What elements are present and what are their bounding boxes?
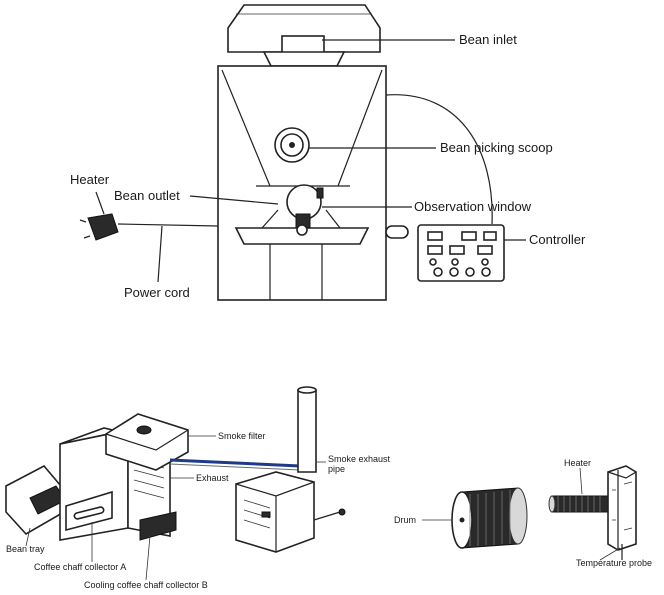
drum-view: Drum bbox=[394, 487, 528, 549]
leader-heater bbox=[95, 191, 105, 215]
heater-probe-view: Heater Temperature probe bbox=[548, 458, 652, 568]
controller-button-4 bbox=[481, 267, 491, 277]
side-handle bbox=[385, 225, 409, 239]
label-power-cord: Power cord bbox=[124, 285, 190, 300]
plug-prongs bbox=[79, 219, 91, 239]
label-temperature-probe: Temperature probe bbox=[576, 558, 652, 568]
exhaust-hose bbox=[169, 458, 301, 468]
cooling-coffee-chaff-collector-b bbox=[139, 511, 177, 541]
label-smoke-filter: Smoke filter bbox=[218, 431, 266, 441]
controller-button-1 bbox=[433, 267, 443, 277]
label-bean-outlet: Bean outlet bbox=[114, 188, 180, 203]
roaster-assembly-view: Smoke filter Smoke exhaust pipe Exhaust … bbox=[5, 386, 391, 590]
label-bean-inlet: Bean inlet bbox=[459, 32, 517, 47]
label-bean-picking-scoop: Bean picking scoop bbox=[440, 140, 553, 155]
bean-outlet-handle bbox=[296, 224, 308, 236]
controller-knob-1 bbox=[429, 258, 437, 266]
controller-display-4 bbox=[427, 245, 443, 255]
heater-tip bbox=[548, 495, 556, 513]
exhaust-unit-plug bbox=[338, 508, 346, 516]
leader-heater-lower bbox=[579, 467, 583, 495]
controller-display-1 bbox=[427, 231, 443, 241]
observation-window-clip bbox=[316, 187, 324, 199]
label-controller: Controller bbox=[529, 232, 586, 247]
roaster-front-view: Bean inlet Bean picking scoop Heater Bea… bbox=[70, 4, 586, 301]
smoke-filter-hole bbox=[136, 425, 152, 435]
leader-power-cord bbox=[157, 225, 163, 283]
controller-button-3 bbox=[465, 267, 475, 277]
controller-display-5 bbox=[449, 245, 465, 255]
controller-knob-2 bbox=[451, 258, 459, 266]
label-smoke-exhaust-pipe-line2: pipe bbox=[328, 464, 345, 474]
controller-display-6 bbox=[477, 245, 493, 255]
smoke-exhaust-pipe-top bbox=[297, 386, 317, 394]
bean-outlet-tray bbox=[234, 227, 370, 245]
leader-bean-outlet bbox=[189, 195, 279, 205]
leader-bean-tray bbox=[25, 527, 31, 547]
label-bean-tray: Bean tray bbox=[6, 544, 45, 554]
power-cord bbox=[117, 223, 219, 227]
label-observation-window: Observation window bbox=[414, 199, 532, 214]
controller-display-3 bbox=[483, 231, 497, 241]
controller-display-2 bbox=[461, 231, 477, 241]
drum-axle bbox=[459, 517, 465, 523]
bean-outlet-chute bbox=[261, 209, 341, 229]
controller-connection bbox=[385, 94, 493, 225]
label-cooling-coffee-chaff-collector-b: Cooling coffee chaff collector B bbox=[84, 580, 208, 590]
smoke-filter bbox=[105, 413, 189, 471]
mount-plate bbox=[607, 465, 637, 551]
funnel-left bbox=[221, 69, 271, 187]
exhaust-unit-cable bbox=[313, 511, 341, 521]
leader-temperature-probe bbox=[599, 547, 621, 561]
leader-cooling-coffee-chaff-collector-b bbox=[145, 535, 151, 581]
funnel-right bbox=[337, 69, 383, 187]
plug-body bbox=[87, 213, 119, 241]
heater-element bbox=[551, 495, 611, 513]
controller-knob-3 bbox=[481, 258, 489, 266]
drum-back-face bbox=[508, 487, 528, 545]
mount-plate-edge bbox=[607, 470, 637, 550]
label-drum: Drum bbox=[394, 515, 416, 525]
bean-picking-scoop-center bbox=[289, 142, 295, 148]
label-smoke-exhaust-pipe-line1: Smoke exhaust bbox=[328, 454, 391, 464]
heater-ribs bbox=[557, 496, 601, 512]
label-heater: Heater bbox=[70, 172, 110, 187]
smoke-filter-top bbox=[105, 429, 189, 451]
smoke-exhaust-pipe bbox=[297, 389, 317, 473]
exhaust-unit-badge bbox=[261, 511, 271, 518]
label-heater-lower: Heater bbox=[564, 458, 591, 468]
drum-ribs bbox=[469, 490, 511, 546]
body-stand-divider bbox=[269, 244, 323, 300]
exhaust-unit-edge bbox=[235, 481, 315, 552]
mount-plate-slots bbox=[612, 481, 633, 531]
label-coffee-chaff-collector-a: Coffee chaff collector A bbox=[34, 562, 126, 572]
roaster-body bbox=[217, 65, 387, 301]
chaff-collector-a-handle bbox=[73, 506, 105, 520]
exhaust-hose-shadow bbox=[169, 463, 301, 471]
controller-button-2 bbox=[449, 267, 459, 277]
label-exhaust: Exhaust bbox=[196, 473, 229, 483]
exhaust-unit bbox=[235, 471, 315, 553]
